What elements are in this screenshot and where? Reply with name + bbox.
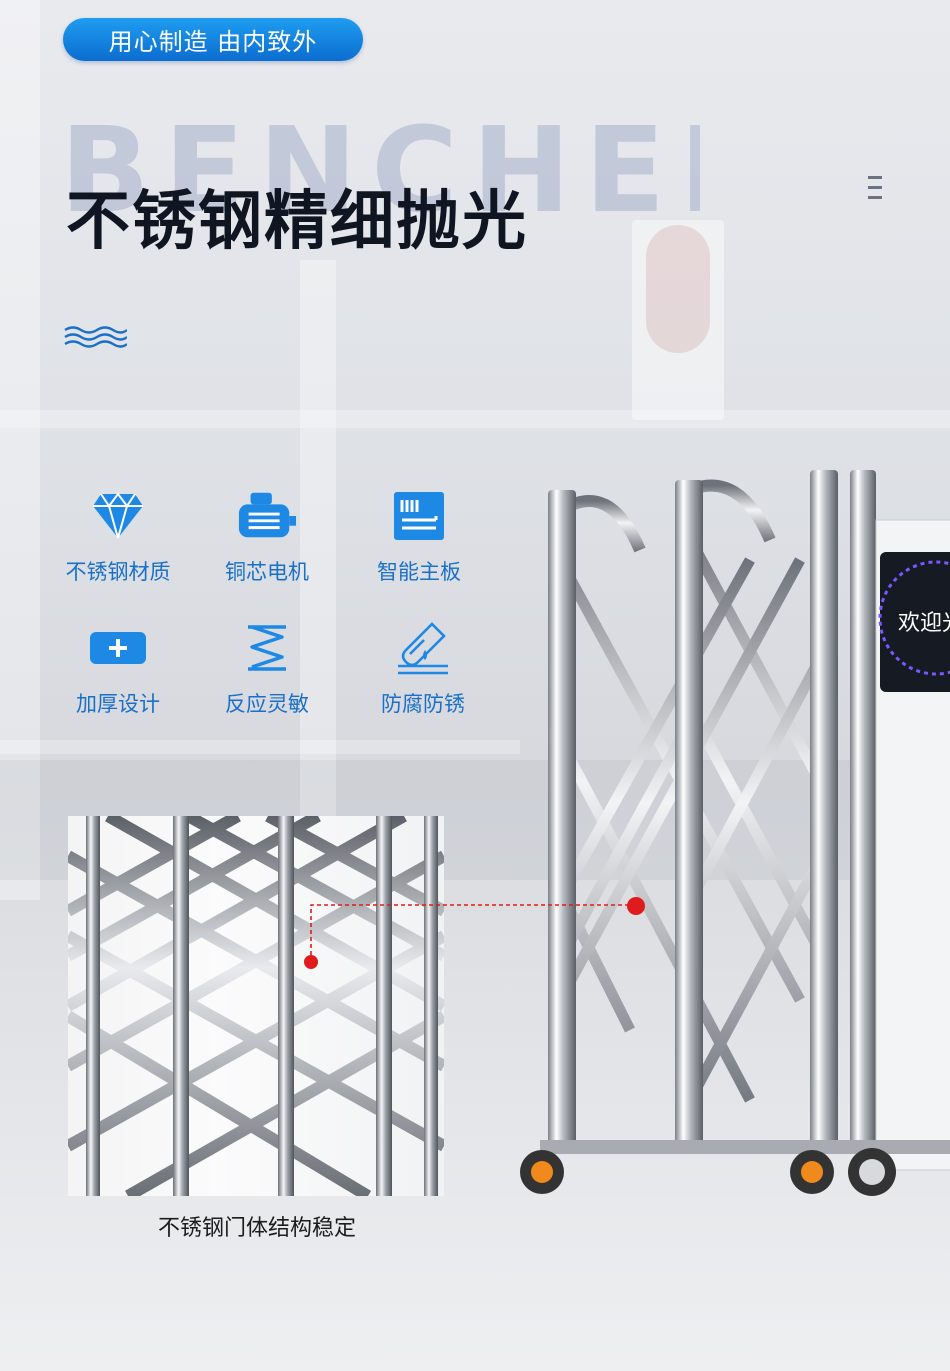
feature-responsive: 反应灵敏 [192, 620, 342, 730]
feature-anti-corrosion: 防腐防锈 [348, 620, 498, 730]
gate-closeup-photo [68, 816, 444, 1196]
feature-label: 防腐防锈 [381, 692, 465, 716]
feature-label: 反应灵敏 [225, 692, 309, 716]
circuit-board-icon [394, 492, 444, 540]
wave-icon [64, 326, 127, 348]
feature-copper-motor: 铜芯电机 [192, 488, 342, 598]
menu-icon[interactable] [868, 176, 882, 206]
feature-thickened-design: 加厚设计 [43, 620, 193, 730]
page-title: 不锈钢精细抛光 [66, 185, 528, 259]
feature-smart-board: 智能主板 [344, 488, 494, 598]
background-column [0, 0, 40, 900]
feature-label: 铜芯电机 [225, 560, 309, 584]
tagline-badge: 用心制造 由内致外 [63, 18, 363, 61]
retractable-gate-illustration: 欢迎光 [520, 470, 950, 1196]
brand-watermark: BENCHENG [60, 110, 700, 230]
motor-icon [238, 492, 297, 538]
background-beam [0, 740, 520, 754]
diamond-icon [93, 492, 143, 539]
background-column [300, 260, 336, 860]
feature-label: 加厚设计 [76, 692, 160, 716]
closeup-caption: 不锈钢门体结构稳定 [158, 1216, 357, 1241]
background-sign-post [632, 220, 724, 420]
background-beam [0, 410, 950, 428]
plus-icon [90, 632, 146, 664]
background-sign-disc [646, 225, 710, 353]
spring-icon [248, 625, 286, 671]
feature-label: 不锈钢材质 [65, 560, 171, 584]
gate-display-text: 欢迎光 [898, 611, 950, 636]
feature-stainless-material: 不锈钢材质 [43, 488, 193, 598]
feature-label: 智能主板 [377, 560, 461, 584]
corrosion-resistant-icon [398, 622, 448, 675]
